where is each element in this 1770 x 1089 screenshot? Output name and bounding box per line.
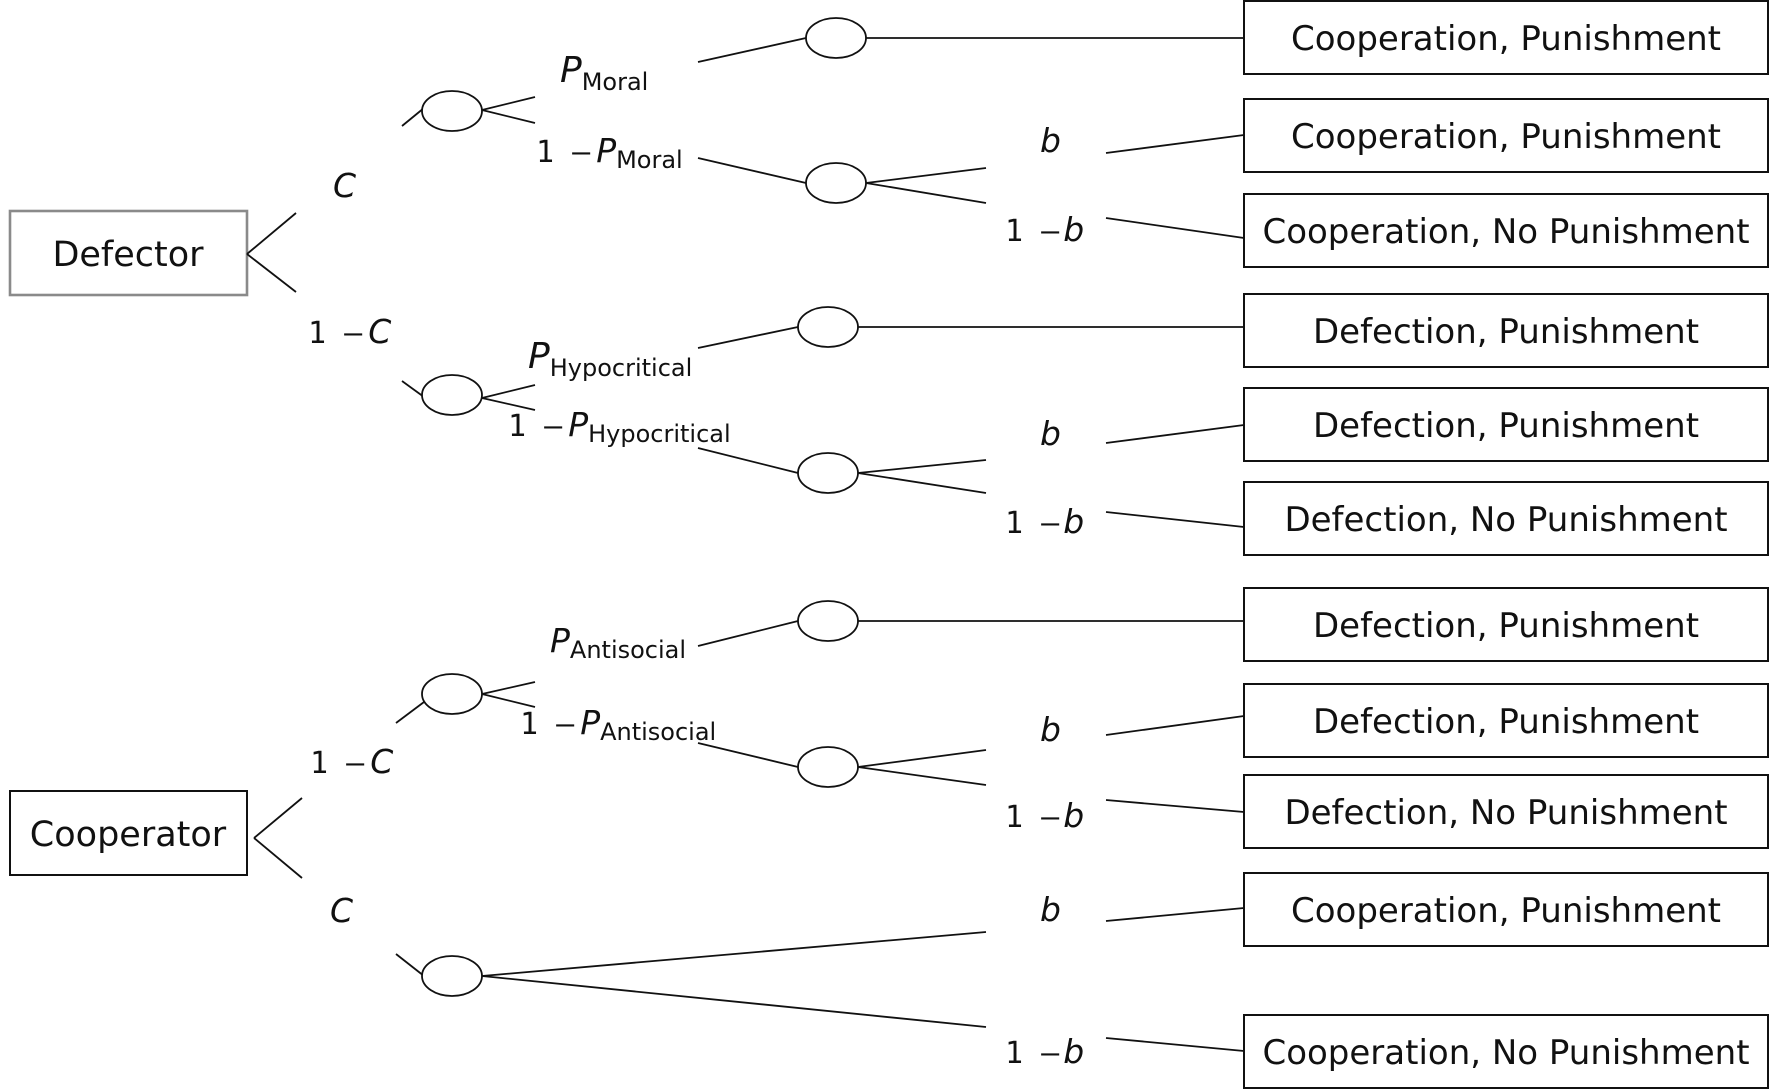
branch-label-c: C	[330, 891, 353, 930]
outcome-box: Defection, Punishment	[1243, 387, 1769, 462]
outcome-box: Cooperation, Punishment	[1243, 98, 1769, 173]
chance-node	[797, 600, 859, 642]
outcome-label: Defection, Punishment	[1313, 312, 1699, 352]
outcome-box: Cooperation, Punishment	[1243, 872, 1769, 947]
chance-node	[805, 17, 867, 59]
outcome-box: Defection, Punishment	[1243, 683, 1769, 758]
branch-label-p-antisocial: PAntisocial	[550, 621, 686, 664]
outcome-boxes: Cooperation, Punishment Cooperation, Pun…	[1243, 0, 1769, 1089]
cooperator-label: Cooperator	[30, 815, 227, 855]
branch-label-b: b	[1040, 121, 1061, 160]
outcome-box: Cooperation, No Punishment	[1243, 1014, 1769, 1089]
branch-label-p-moral: PMoral	[560, 50, 648, 96]
branch-label-1-minus-p-moral: 1 –PMoral	[536, 131, 683, 174]
cooperator-root: Cooperator	[9, 790, 248, 876]
outcome-label: Cooperation, No Punishment	[1262, 1033, 1749, 1073]
chance-node	[797, 746, 859, 788]
branch-label-b: b	[1040, 890, 1061, 929]
defector-label: Defector	[52, 235, 204, 275]
outcome-box: Cooperation, No Punishment	[1243, 193, 1769, 268]
outcome-label: Cooperation, No Punishment	[1262, 212, 1749, 252]
outcome-label: Defection, Punishment	[1313, 606, 1699, 646]
defector-root: Defector	[8, 209, 249, 297]
outcome-box: Defection, No Punishment	[1243, 774, 1769, 849]
branch-label-1-minus-p-hypocritical: 1 –PHypocritical	[508, 405, 731, 448]
branch-labels: C 1 –C PMoral 1 –PMoral PHypocritical 1 …	[308, 50, 1084, 1071]
branch-label-1-minus-b: 1 –b	[1005, 796, 1084, 835]
branch-label-1-minus-b: 1 –b	[1005, 502, 1084, 541]
outcome-label: Cooperation, Punishment	[1291, 19, 1721, 59]
outcome-box: Defection, Punishment	[1243, 293, 1769, 368]
branch-label-b: b	[1040, 414, 1061, 453]
chance-nodes	[421, 17, 867, 997]
chance-node	[805, 162, 867, 204]
branch-label-c: C	[333, 166, 356, 205]
outcome-label: Defection, Punishment	[1313, 702, 1699, 742]
outcome-label: Defection, No Punishment	[1284, 793, 1727, 833]
tree-edges	[246, 37, 1245, 1052]
branch-label-1-minus-p-antisocial: 1 –PAntisocial	[520, 703, 716, 746]
outcome-box: Defection, No Punishment	[1243, 481, 1769, 556]
outcome-label: Cooperation, Punishment	[1291, 891, 1721, 931]
outcome-label: Cooperation, Punishment	[1291, 117, 1721, 157]
branch-label-1-minus-b: 1 –b	[1005, 210, 1084, 249]
branch-label-b: b	[1040, 710, 1061, 749]
branch-label-p-hypocritical: PHypocritical	[528, 336, 692, 382]
chance-node	[421, 374, 483, 416]
chance-node	[421, 90, 483, 132]
chance-node	[421, 955, 483, 997]
outcome-box: Cooperation, Punishment	[1243, 0, 1769, 75]
branch-label-1-minus-c: 1 –C	[310, 742, 393, 781]
branch-label-1-minus-c: 1 –C	[308, 312, 391, 351]
outcome-label: Defection, Punishment	[1313, 406, 1699, 446]
outcome-box: Defection, Punishment	[1243, 587, 1769, 662]
chance-node	[797, 452, 859, 494]
chance-node	[797, 306, 859, 348]
branch-label-1-minus-b: 1 –b	[1005, 1032, 1084, 1071]
chance-node	[421, 673, 483, 715]
outcome-label: Defection, No Punishment	[1284, 500, 1727, 540]
